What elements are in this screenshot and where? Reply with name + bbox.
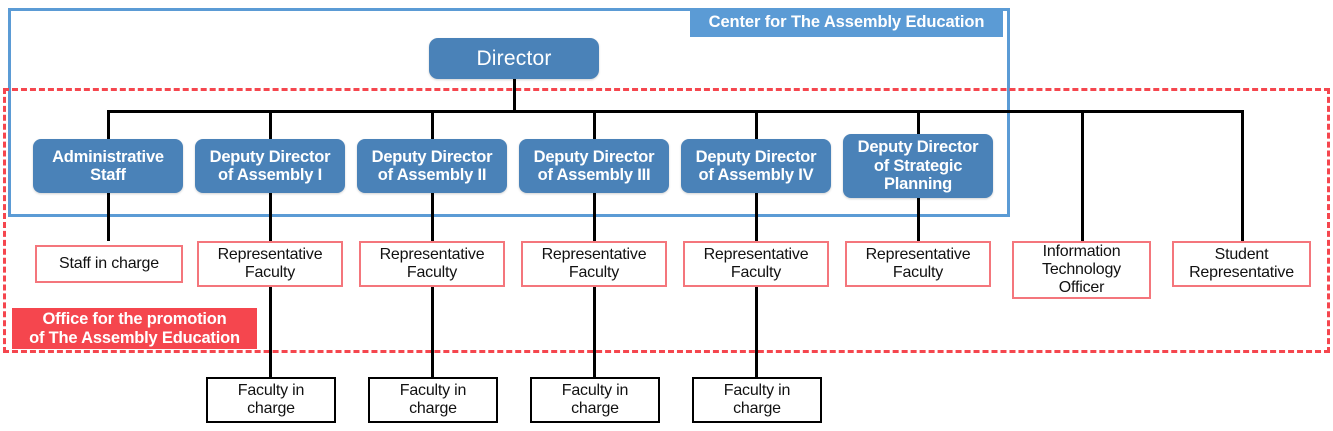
connector-col1-to-staff [107,192,110,241]
connector-drop-student-rep [1241,110,1244,241]
connector-main-bus [107,110,1243,113]
node-director[interactable]: Director [429,38,599,79]
connector-col6-to-rep [917,192,920,241]
connector-drop-col5 [755,110,758,139]
node-staff-in-charge-label: Staff in charge [59,255,159,273]
center-group-container [8,8,1010,217]
connector-director-stem [513,78,516,112]
connector-drop-col4 [593,110,596,139]
center-group-label: Center for The Assembly Education [690,8,1003,37]
connector-drop-col6 [917,110,920,139]
connector-rep1-to-faculty [269,287,272,377]
connector-drop-col2 [269,110,272,139]
node-staff-in-charge[interactable]: Staff in charge [35,245,183,283]
connector-drop-it-officer [1081,110,1084,241]
node-director-label: Director [476,46,552,70]
connector-rep4-to-faculty [755,287,758,377]
office-group-container [3,88,1330,353]
connector-col4-to-rep [593,192,596,241]
connector-col3-to-rep [431,192,434,241]
connector-col5-to-rep [755,192,758,241]
connector-rep2-to-faculty [431,287,434,377]
connector-rep3-to-faculty [593,287,596,377]
connector-drop-col1 [107,110,110,139]
connector-drop-col3 [431,110,434,139]
connector-col2-to-rep [269,192,272,241]
